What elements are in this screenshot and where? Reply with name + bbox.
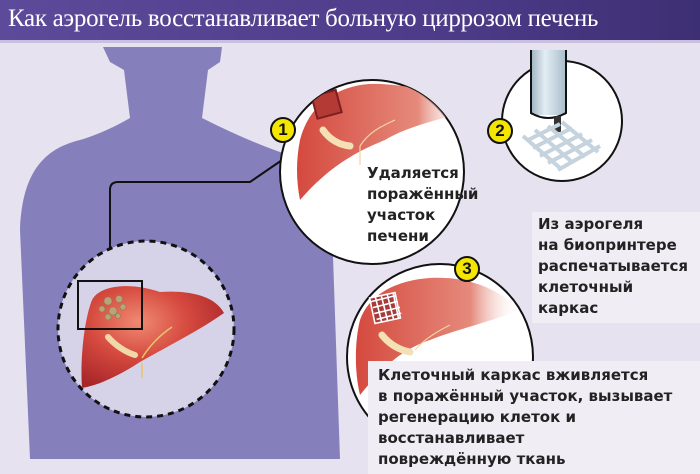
- step2-circle: [501, 50, 623, 182]
- cirrhosis-nodules: [98, 295, 127, 321]
- step1-line: печени: [367, 227, 429, 245]
- page-title: Как аэрогель восстанавливает больную цир…: [8, 5, 599, 32]
- step1-line: участок: [367, 206, 436, 224]
- step1-line: Удаляется: [367, 164, 459, 182]
- implanted-scaffold-icon: [368, 291, 402, 325]
- step3-caption: Клеточный каркас вживляется в поражённый…: [368, 361, 700, 474]
- step2-line: Из аэрогеля: [538, 215, 644, 233]
- step2-caption: Из аэрогеля на биопринтере распечатывает…: [532, 212, 700, 323]
- step1-number-badge: 1: [270, 117, 296, 143]
- step3-number-badge: 3: [454, 256, 480, 282]
- step2-number-badge: 2: [487, 118, 513, 144]
- step3-line: Клеточный каркас вживляется: [378, 366, 649, 384]
- scaffold-grid-icon: [521, 120, 601, 172]
- step3-line: в поражённый участок, вызывает: [378, 387, 673, 405]
- step2-line: клеточный каркас: [538, 278, 634, 317]
- bioprinter-icon: [530, 50, 567, 132]
- step2-line: на биопринтере: [538, 236, 677, 254]
- step3-line: регенерацию клеток и восстанавливает: [378, 408, 577, 447]
- step1-caption: Удаляется поражённый участок печени: [367, 163, 478, 247]
- header-banner: Как аэрогель восстанавливает больную цир…: [0, 0, 700, 43]
- step3-line: повреждённую ткань: [378, 450, 566, 468]
- step1-circle: [279, 79, 465, 265]
- liver-body-view: [56, 239, 236, 419]
- connector-line: [109, 157, 286, 290]
- step2-line: распечатывается: [538, 257, 688, 275]
- step1-line: поражённый: [367, 185, 479, 203]
